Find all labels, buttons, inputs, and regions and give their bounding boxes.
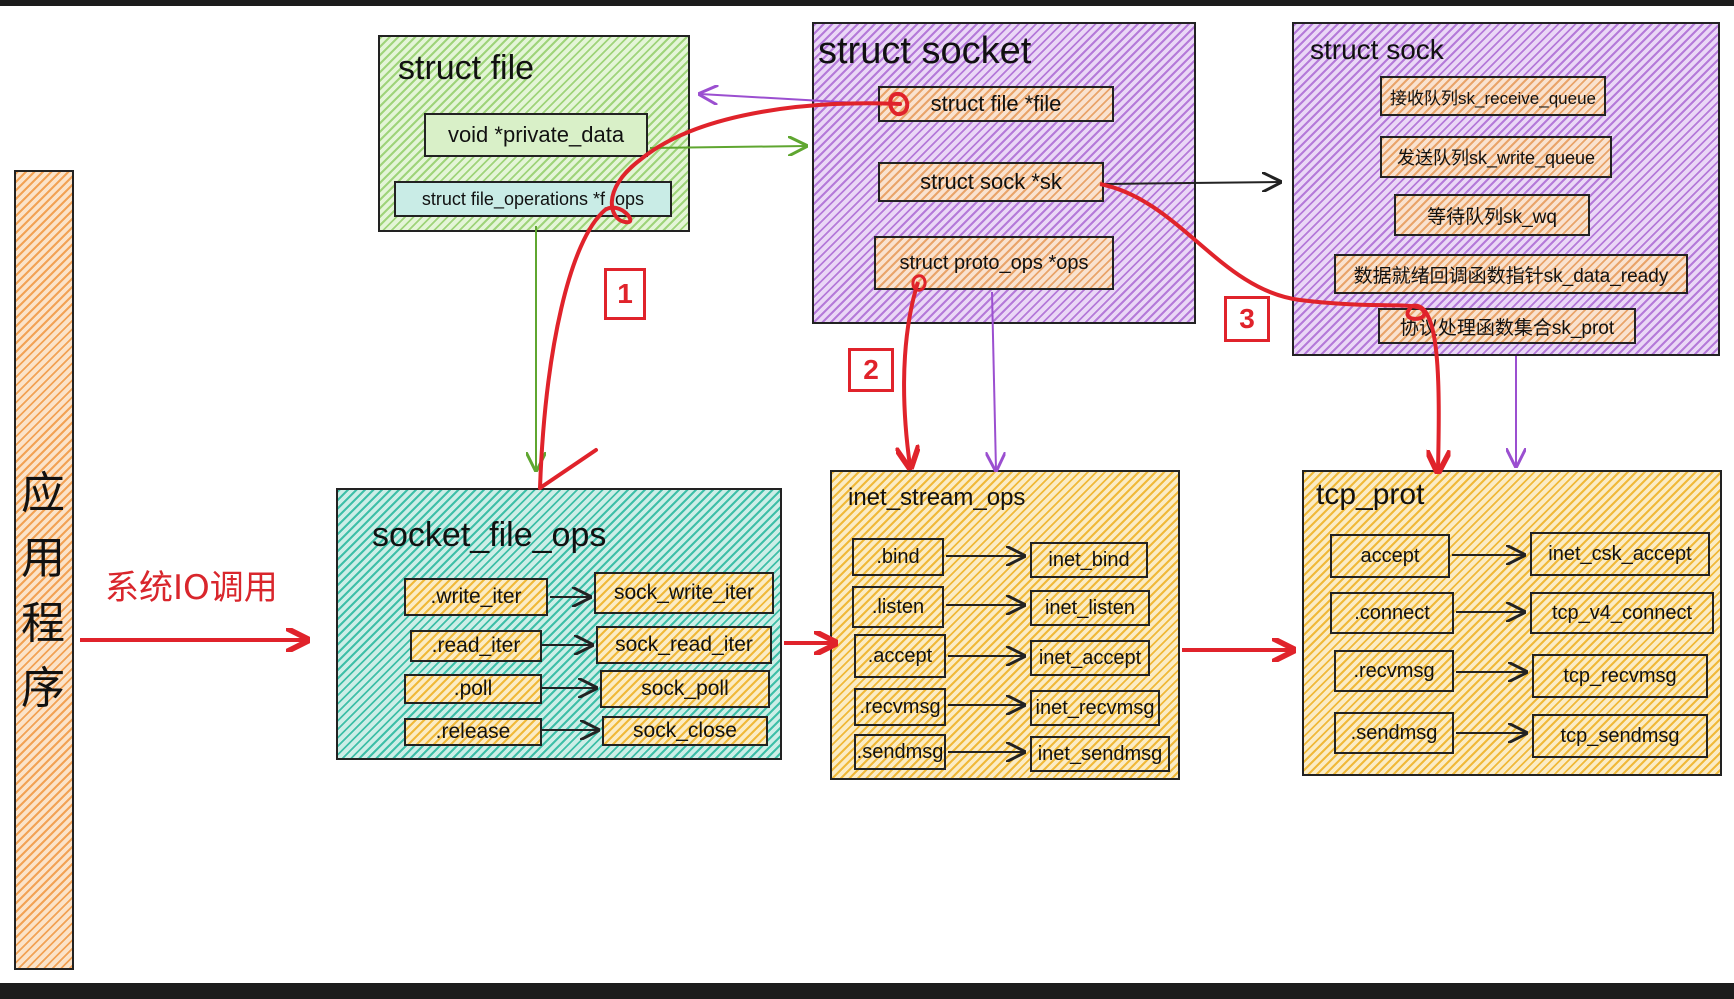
tcp-recvmsg-impl-field: tcp_recvmsg [1532, 654, 1708, 698]
app-char-4: 序 [21, 663, 65, 714]
struct-sock-box: struct sock 接收队列sk_receive_queue 发送队列sk_… [1292, 22, 1720, 356]
top-bar [0, 0, 1734, 6]
step-1-badge: 1 [604, 268, 646, 320]
socket-file-ops-title: socket_file_ops [372, 516, 607, 554]
sock-close-field: sock_close [602, 716, 768, 746]
step-2-badge: 2 [848, 348, 894, 392]
tcp-connect-field: .connect [1330, 592, 1454, 634]
read-iter-field: .read_iter [410, 630, 542, 662]
socket-sk-field: struct sock *sk [878, 162, 1104, 202]
inet-stream-ops-title: inet_stream_ops [848, 484, 1026, 511]
receive-queue-field: 接收队列sk_receive_queue [1380, 76, 1606, 116]
inet-stream-ops-box: inet_stream_ops .bind .listen .accept .r… [830, 470, 1180, 780]
application-column: 应 用 程 序 [14, 170, 74, 970]
socket-file-ops-box: socket_file_ops .write_iter .read_iter .… [336, 488, 782, 760]
sock-poll-field: sock_poll [600, 670, 770, 708]
data-ready-field: 数据就绪回调函数指针sk_data_ready [1334, 254, 1688, 294]
step-2-path [904, 281, 918, 466]
io-call-label: 系统IO调用 [105, 568, 278, 608]
tcp-accept-field: accept [1330, 534, 1450, 578]
tcp-prot-title: tcp_prot [1316, 478, 1425, 511]
listen-field: .listen [852, 586, 944, 628]
write-iter-field: .write_iter [404, 578, 548, 616]
private-data-arrow [649, 146, 806, 148]
app-char-1: 应 [21, 468, 65, 519]
inet-sendmsg-field: inet_sendmsg [1030, 736, 1170, 772]
private-data-field: void *private_data [424, 113, 648, 157]
tcp-sendmsg-field: .sendmsg [1334, 712, 1454, 754]
tcp-recvmsg-field: .recvmsg [1334, 650, 1454, 692]
inet-listen-field: inet_listen [1030, 590, 1150, 626]
step-3-path [1099, 182, 1439, 470]
sock-read-iter-field: sock_read_iter [596, 626, 772, 664]
socket-file-field: struct file *file [878, 86, 1114, 122]
tcp-prot-box: tcp_prot accept .connect .recvmsg .sendm… [1302, 470, 1722, 776]
sock-write-iter-field: sock_write_iter [594, 572, 774, 614]
step-3-badge: 3 [1224, 296, 1270, 342]
step-1-circle [888, 91, 910, 117]
inet-bind-field: inet_bind [1030, 542, 1148, 578]
wait-queue-field: 等待队列sk_wq [1394, 194, 1590, 236]
bind-field: .bind [852, 538, 944, 576]
sk-to-sock-arrow [1103, 182, 1280, 184]
accept-field: .accept [854, 634, 946, 678]
inet-csk-accept-field: inet_csk_accept [1530, 532, 1710, 576]
step-2-circle [911, 274, 927, 292]
bottom-bar [0, 983, 1734, 999]
struct-socket-box: struct socket struct file *file struct s… [812, 22, 1196, 324]
sk-prot-field: 协议处理函数集合sk_prot [1378, 308, 1636, 344]
sendmsg-field: .sendmsg [854, 734, 946, 770]
write-queue-field: 发送队列sk_write_queue [1380, 136, 1612, 178]
inet-recvmsg-field: inet_recvmsg [1030, 690, 1160, 726]
step-1-path [538, 101, 902, 490]
ops-to-inet-arrow [992, 291, 996, 470]
inet-accept-field: inet_accept [1030, 640, 1150, 676]
app-char-3: 程 [21, 598, 65, 649]
struct-file-title: struct file [398, 49, 535, 87]
tcp-sendmsg-impl-field: tcp_sendmsg [1532, 714, 1708, 758]
poll-field: .poll [404, 674, 542, 704]
recvmsg-field: .recvmsg [854, 688, 946, 726]
step-1-arrowhead [538, 448, 598, 490]
struct-sock-title: struct sock [1310, 34, 1444, 65]
struct-socket-title: struct socket [818, 30, 1032, 72]
tcp-v4-connect-field: tcp_v4_connect [1530, 592, 1714, 634]
release-field: .release [404, 718, 542, 746]
app-char-2: 用 [21, 533, 65, 584]
